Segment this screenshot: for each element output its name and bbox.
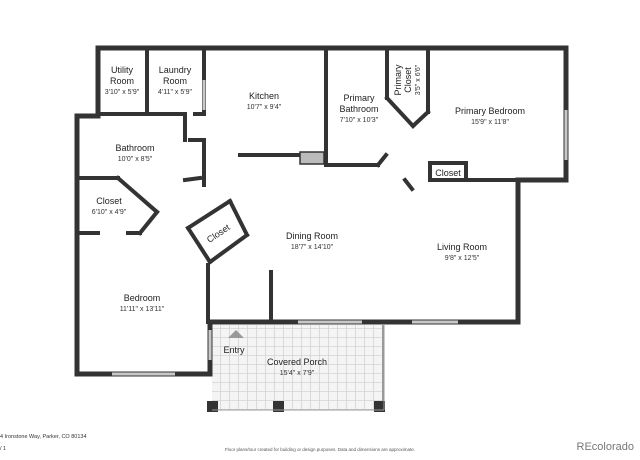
dining-room-label: Dining Room <box>286 231 338 241</box>
entry-label: Entry <box>223 345 245 355</box>
laundry-room-label-2: Room <box>163 76 187 86</box>
primary-closet-label-2: Closet <box>403 67 413 93</box>
kitchen-counter <box>299 151 325 165</box>
bedroom-label: Bedroom <box>124 293 161 303</box>
covered-porch-label: Covered Porch <box>267 357 327 367</box>
closet-left-label: Closet <box>96 196 122 206</box>
living-room-label: Living Room <box>437 242 487 252</box>
living-room-dims: 9'8" x 12'5" <box>445 255 480 262</box>
laundry-room-dims: 4'11" x 5'9" <box>158 89 192 96</box>
primary-bedroom-dims: 15'9" x 11'8" <box>471 119 509 126</box>
primary-closet-dims: 3'5" x 6'6" <box>415 64 422 95</box>
brand-logo: REcolorado <box>576 441 634 453</box>
primary-bathroom-dims: 7'10" x 10'3" <box>340 117 379 124</box>
listing-address: 4 Ironstone Way, Parker, CO 80134 <box>0 434 87 440</box>
dining-room-dims: 18'7" x 14'10" <box>291 244 334 251</box>
entry-arrow-icon <box>228 330 244 338</box>
page-marker: / 1 <box>0 446 7 452</box>
closet-right-label: Closet <box>435 168 461 178</box>
bedroom-dims: 11'11" x 13'11" <box>120 306 165 313</box>
kitchen-label: Kitchen <box>249 91 279 101</box>
utility-room-label-2: Room <box>110 76 134 86</box>
windows <box>112 80 568 376</box>
primary-bedroom-label: Primary Bedroom <box>455 106 525 116</box>
primary-bathroom-label-2: Bathroom <box>339 104 378 114</box>
closet-left-dims: 6'10" x 4'9" <box>92 209 127 216</box>
disclaimer: Floor plans/tour created for building or… <box>224 447 416 452</box>
kitchen-dims: 10'7" x 9'4" <box>247 104 282 111</box>
porch <box>207 324 385 412</box>
porch-floor <box>212 325 382 410</box>
primary-bathroom-label: Primary <box>344 93 375 103</box>
laundry-room-label: Laundry <box>159 65 192 75</box>
bathroom-dims: 10'0" x 8'5" <box>118 156 153 163</box>
bathroom-label: Bathroom <box>115 143 154 153</box>
utility-room-dims: 3'10" x 5'9" <box>105 89 140 96</box>
covered-porch-dims: 15'4" x 7'9" <box>280 370 315 377</box>
closet-mid-label: Closet <box>205 222 232 245</box>
interior-walls <box>77 48 520 324</box>
utility-room-label: Utility <box>111 65 133 75</box>
primary-closet-label: Primary <box>393 64 403 95</box>
